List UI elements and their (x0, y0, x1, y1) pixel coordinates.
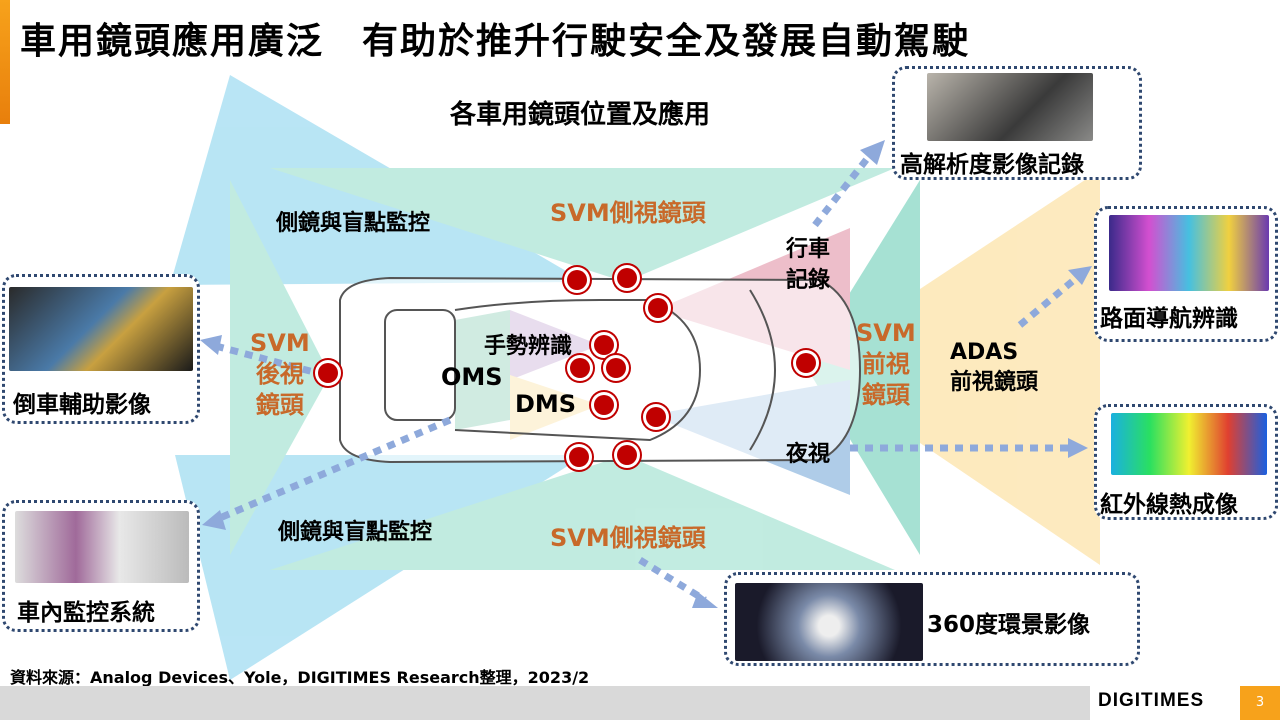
arrows (211, 152, 1083, 603)
driver-photo (15, 511, 189, 583)
label-line: 鏡頭 (255, 391, 304, 419)
label-line: 前視 (861, 350, 910, 378)
accent-bar (0, 0, 10, 124)
beam-svm-side-bottom (270, 455, 895, 570)
callout-caption: 紅外線熱成像 (1100, 492, 1238, 518)
label-adas: ADAS 前視鏡頭 (950, 338, 1038, 398)
camera-marker (567, 270, 587, 290)
callout-infrared: 紅外線熱成像 (1094, 404, 1278, 520)
callout-caption: 倒車輔助影像 (13, 392, 151, 418)
beam-svm-front (805, 180, 920, 555)
callout-surround: 360度環景影像 (724, 572, 1140, 666)
label-side-mirror-bottom: 側鏡與盲點監控 (278, 520, 433, 545)
slide-title: 車用鏡頭應用廣泛 有助於推升行駛安全及發展自動駕駛 (20, 21, 971, 62)
label-svm-side-bottom: SVM側視鏡頭 (550, 524, 706, 552)
label-line: 後視 (255, 360, 304, 388)
label-line: 記錄 (786, 268, 831, 293)
callout-hd-recording: 高解析度影像記錄 (892, 66, 1142, 180)
callout-caption: 車內監控系統 (17, 600, 155, 626)
label-dms: DMS (515, 390, 577, 418)
label-side-mirror-top: 側鏡與盲點監控 (276, 211, 431, 236)
digitimes-logo: DIGITIMES (1098, 690, 1205, 711)
beam-adas (805, 170, 1100, 565)
thermal-photo (1111, 413, 1267, 475)
reverse-camera-photo (9, 287, 193, 371)
camera-marker (648, 298, 668, 318)
callout-reverse: 倒車輔助影像 (2, 274, 200, 424)
label-gesture: 手勢辨識 (484, 334, 573, 359)
label-svm-front: SVM 前視 鏡頭 (856, 318, 916, 411)
camera-marker (617, 445, 637, 465)
label-oms: OMS (441, 363, 503, 391)
label-svm-rear: SVM 後視 鏡頭 (250, 328, 310, 421)
beam-svm-rear (230, 180, 330, 555)
lidar-photo (1109, 215, 1269, 291)
camera-marker (646, 407, 666, 427)
surround-view-photo (735, 583, 923, 661)
label-line: 行車 (786, 237, 831, 262)
arrow-heads (200, 140, 1092, 608)
label-line: SVM (250, 329, 310, 357)
callout-caption: 高解析度影像記錄 (900, 152, 1084, 178)
camera-marker (318, 363, 338, 383)
camera-marker (606, 358, 626, 378)
callout-caption: 路面導航辨識 (1100, 306, 1238, 332)
camera-marker (617, 268, 637, 288)
callout-caption: 360度環景影像 (927, 612, 1091, 638)
label-svm-side-top: SVM側視鏡頭 (550, 199, 706, 227)
label-line: 前視鏡頭 (950, 370, 1039, 395)
label-dashcam: 行車 記錄 (786, 234, 830, 296)
diagram-subtitle: 各車用鏡頭位置及應用 (450, 100, 711, 130)
page-number: 3 (1240, 686, 1280, 720)
dashcam-photo (927, 73, 1093, 141)
callout-road-nav: 路面導航辨識 (1094, 206, 1278, 342)
camera-marker (594, 335, 614, 355)
label-line: ADAS (950, 340, 1019, 365)
camera-marker (570, 358, 590, 378)
label-night-vision: 夜視 (786, 442, 831, 467)
camera-marker (796, 353, 816, 373)
source-note: 資料來源：Analog Devices、Yole，DIGITIMES Resea… (10, 668, 590, 687)
callout-cabin-monitor: 車內監控系統 (2, 500, 200, 632)
camera-marker (594, 395, 614, 415)
label-line: 鏡頭 (861, 381, 910, 409)
footer-bar (0, 686, 1090, 720)
car-outline (339, 276, 862, 464)
camera-marker (569, 447, 589, 467)
beam-svm-side-top (270, 168, 895, 282)
label-line: SVM (856, 319, 916, 347)
